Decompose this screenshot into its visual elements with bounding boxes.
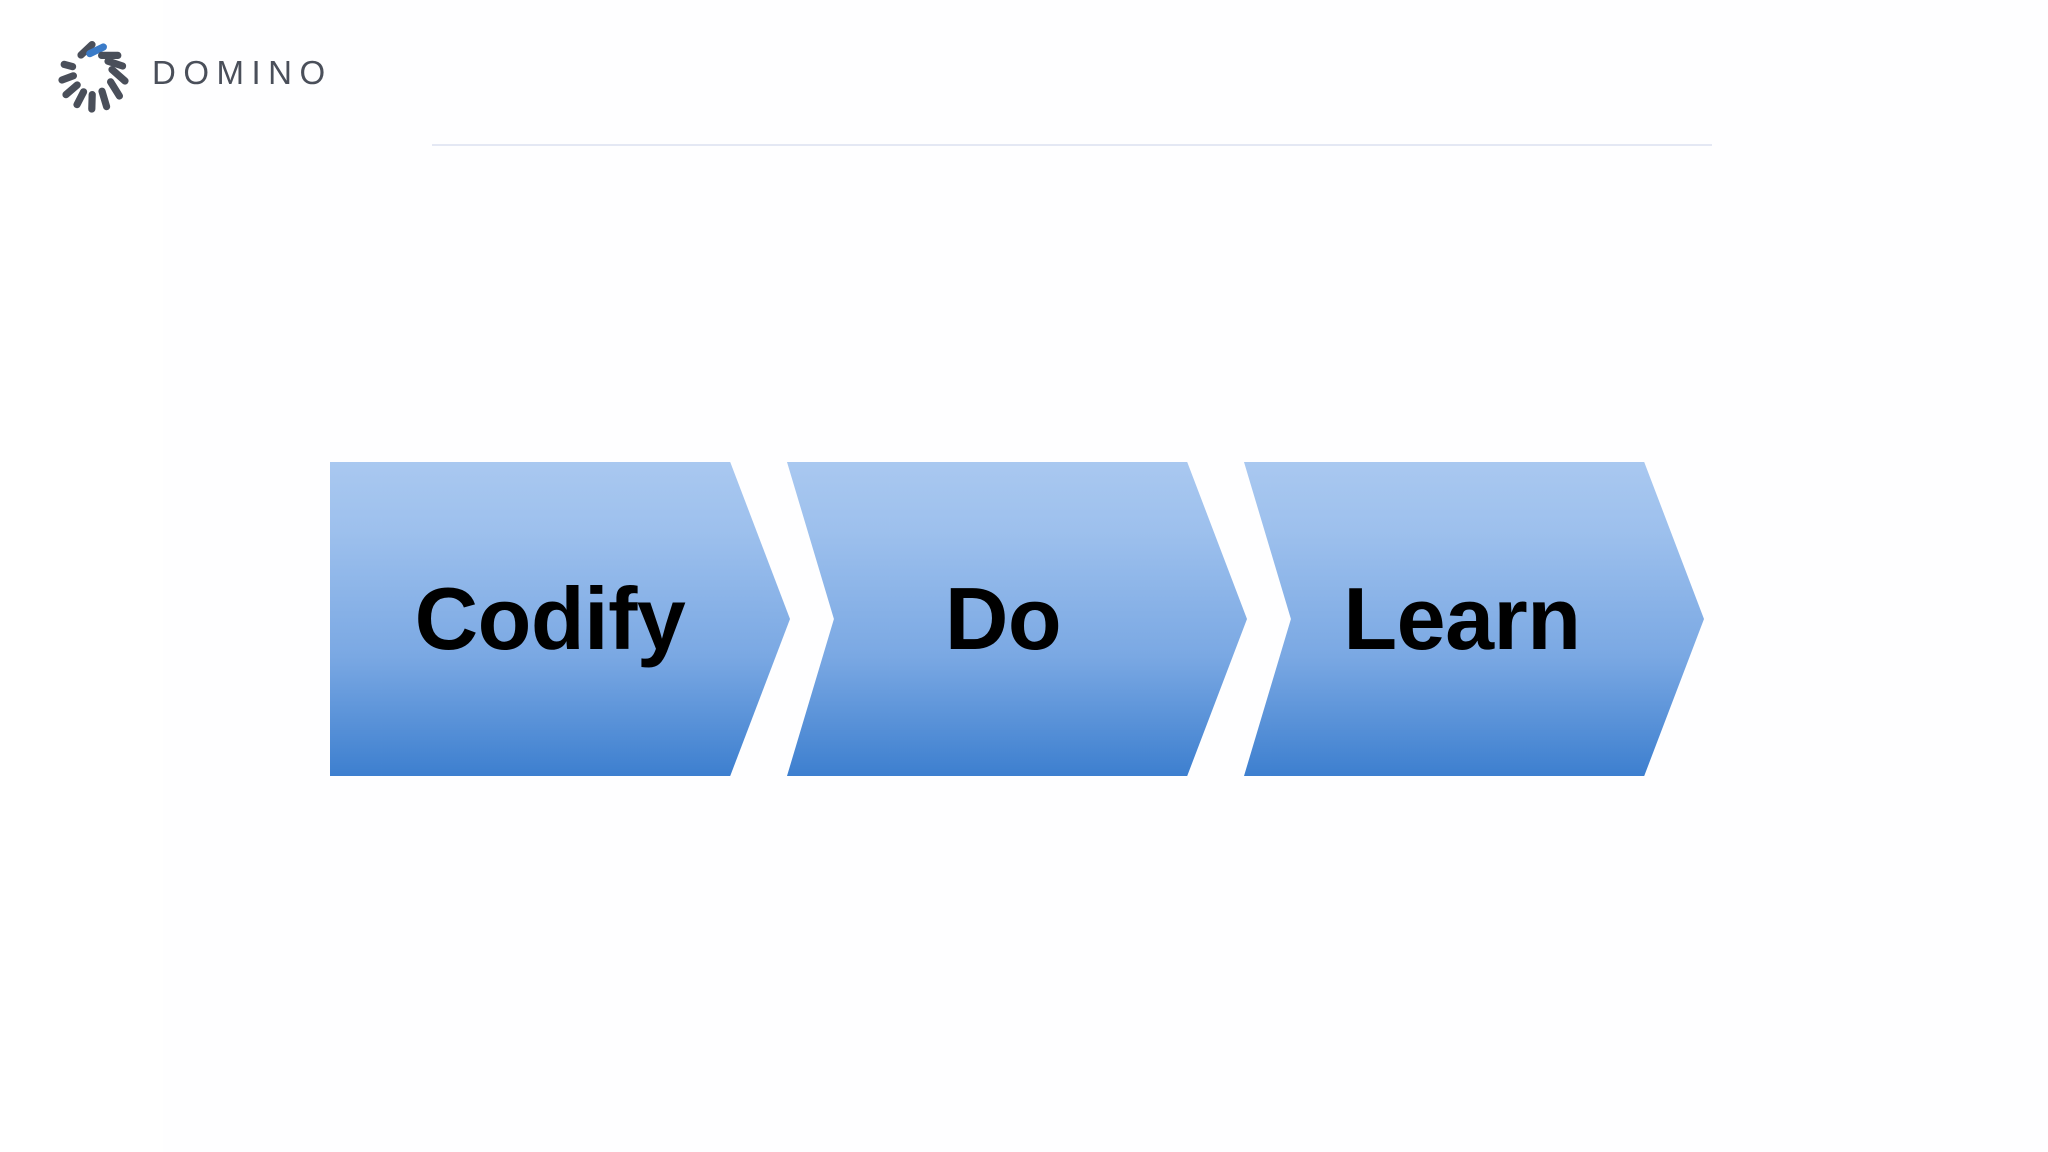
process-step-label: Learn xyxy=(1343,569,1581,668)
process-flow-diagram: Codify Do Learn xyxy=(0,455,2048,785)
process-step-label: Do xyxy=(944,569,1062,668)
brand-wordmark: DOMINO xyxy=(152,54,333,91)
process-step-label: Codify xyxy=(414,569,686,668)
header-divider xyxy=(432,144,1712,146)
process-step-codify[interactable]: Codify xyxy=(330,462,790,776)
brand-logo-lockup: DOMINO xyxy=(48,28,368,120)
process-step-learn[interactable]: Learn xyxy=(1244,462,1704,776)
domino-swirl-logo-icon xyxy=(58,41,129,113)
process-step-do[interactable]: Do xyxy=(787,462,1247,776)
